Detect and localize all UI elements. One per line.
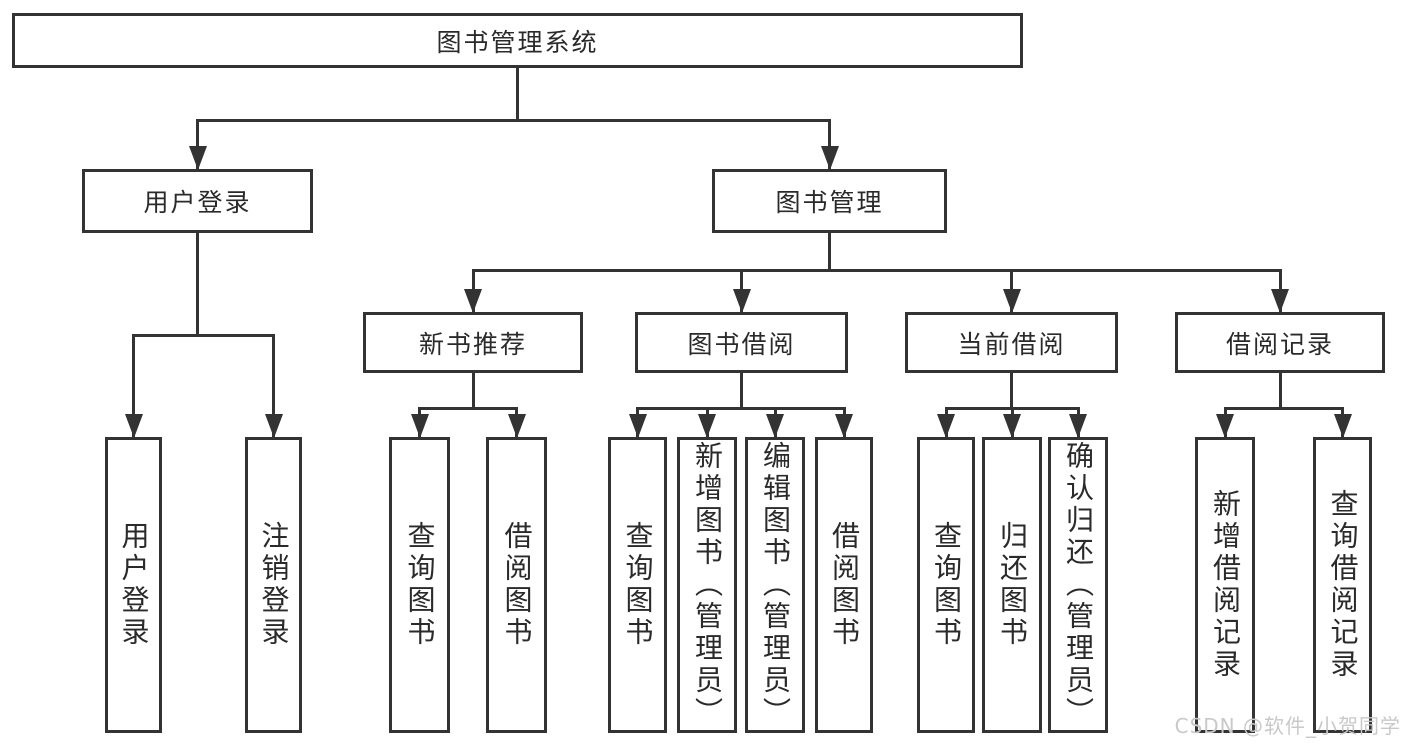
node-label: 借阅记录 <box>1225 329 1334 359</box>
edge-line <box>272 335 275 437</box>
node-label: 查询借阅记录 <box>1326 489 1360 681</box>
arrowhead-down-icon <box>464 289 482 313</box>
node-label: 借阅图书 <box>828 521 861 649</box>
edge-line <box>1010 373 1013 408</box>
edge-line <box>196 120 199 169</box>
flowchart-node-cu2: 归还图书 <box>982 437 1042 733</box>
arrowhead-down-icon <box>1069 414 1087 438</box>
flowchart-node-cu3: 确认归还（管理员） <box>1048 437 1108 733</box>
arrowhead-down-icon <box>835 414 853 438</box>
node-label: 图书管理系统 <box>436 27 599 57</box>
flowchart-node-newbook: 新书推荐 <box>363 312 583 373</box>
flowchart-node-login: 用户登录 <box>82 169 313 233</box>
arrowhead-down-icon <box>1333 414 1352 438</box>
flowchart-node-cu1: 查询图书 <box>917 437 975 733</box>
edge-line <box>636 406 846 410</box>
node-label: 当前借阅 <box>957 329 1066 359</box>
arrowhead-down-icon <box>507 414 526 438</box>
node-label: 用户登录 <box>143 188 252 217</box>
flowchart-node-lg2: 注销登录 <box>245 437 302 733</box>
arrowhead-down-icon <box>1216 414 1234 438</box>
flowchart-node-bw1: 查询图书 <box>608 437 667 733</box>
flowchart-node-rc1: 新增借阅记录 <box>1195 437 1255 733</box>
edge-line <box>740 373 743 408</box>
arrowhead-down-icon <box>188 146 207 170</box>
edge-line <box>132 333 275 337</box>
arrowhead-down-icon <box>264 414 283 438</box>
node-label: 图书借阅 <box>687 329 796 359</box>
arrowhead-down-icon <box>1002 289 1021 313</box>
flowchart-node-borrow: 图书借阅 <box>635 312 848 373</box>
node-label: 借阅图书 <box>500 521 534 649</box>
flowchart-node-bw4: 借阅图书 <box>815 437 873 733</box>
node-label: 新增图书（管理员） <box>691 441 724 729</box>
flowchart-node-bw3: 编辑图书（管理员） <box>745 437 805 733</box>
flowchart-node-lg1: 用户登录 <box>105 437 162 733</box>
arrowhead-down-icon <box>1271 289 1289 313</box>
flowchart-node-records: 借阅记录 <box>1175 312 1385 373</box>
edge-line <box>828 120 831 169</box>
node-label: 查询图书 <box>403 521 437 649</box>
node-label: 新增借阅记录 <box>1209 489 1242 681</box>
node-label: 编辑图书（管理员） <box>759 441 792 729</box>
arrowhead-down-icon <box>937 414 955 438</box>
node-label: 查询图书 <box>621 521 655 649</box>
node-label: 注销登录 <box>257 521 291 649</box>
edge-line <box>196 233 199 335</box>
node-label: 确认归还（管理员） <box>1062 441 1095 729</box>
edge-line <box>1223 406 1344 410</box>
flowchart-node-root: 图书管理系统 <box>12 13 1023 68</box>
edge-line <box>132 335 135 437</box>
flowchart-node-rc2: 查询借阅记录 <box>1313 437 1372 733</box>
edge-line <box>1278 373 1282 408</box>
arrowhead-down-icon <box>732 289 751 313</box>
edge-line <box>418 406 518 410</box>
arrowhead-down-icon <box>1003 414 1021 438</box>
flowchart-node-nb2: 借阅图书 <box>486 437 547 733</box>
edge-line <box>471 373 475 408</box>
flowchart-node-mgmt: 图书管理 <box>712 169 947 233</box>
node-label: 归还图书 <box>996 521 1029 649</box>
edge-line <box>828 233 831 270</box>
node-label: 用户登录 <box>117 521 151 649</box>
flowchart-node-nb1: 查询图书 <box>389 437 450 733</box>
arrowhead-down-icon <box>698 414 716 438</box>
node-label: 查询图书 <box>930 521 963 649</box>
node-label: 新书推荐 <box>418 329 527 359</box>
node-label: 图书管理 <box>775 188 884 217</box>
arrowhead-down-icon <box>628 414 647 438</box>
arrowhead-down-icon <box>124 414 143 438</box>
flowchart-node-current: 当前借阅 <box>905 312 1118 373</box>
arrowhead-down-icon <box>766 414 784 438</box>
arrowhead-down-icon <box>410 414 429 438</box>
flowchart-node-bw2: 新增图书（管理员） <box>677 437 737 733</box>
edge-line <box>196 118 831 122</box>
arrowhead-down-icon <box>820 146 839 170</box>
csdn-watermark: CSDN @软件_小贺同学 <box>1174 714 1401 738</box>
edge-line <box>516 68 519 120</box>
edge-line <box>471 268 1282 272</box>
